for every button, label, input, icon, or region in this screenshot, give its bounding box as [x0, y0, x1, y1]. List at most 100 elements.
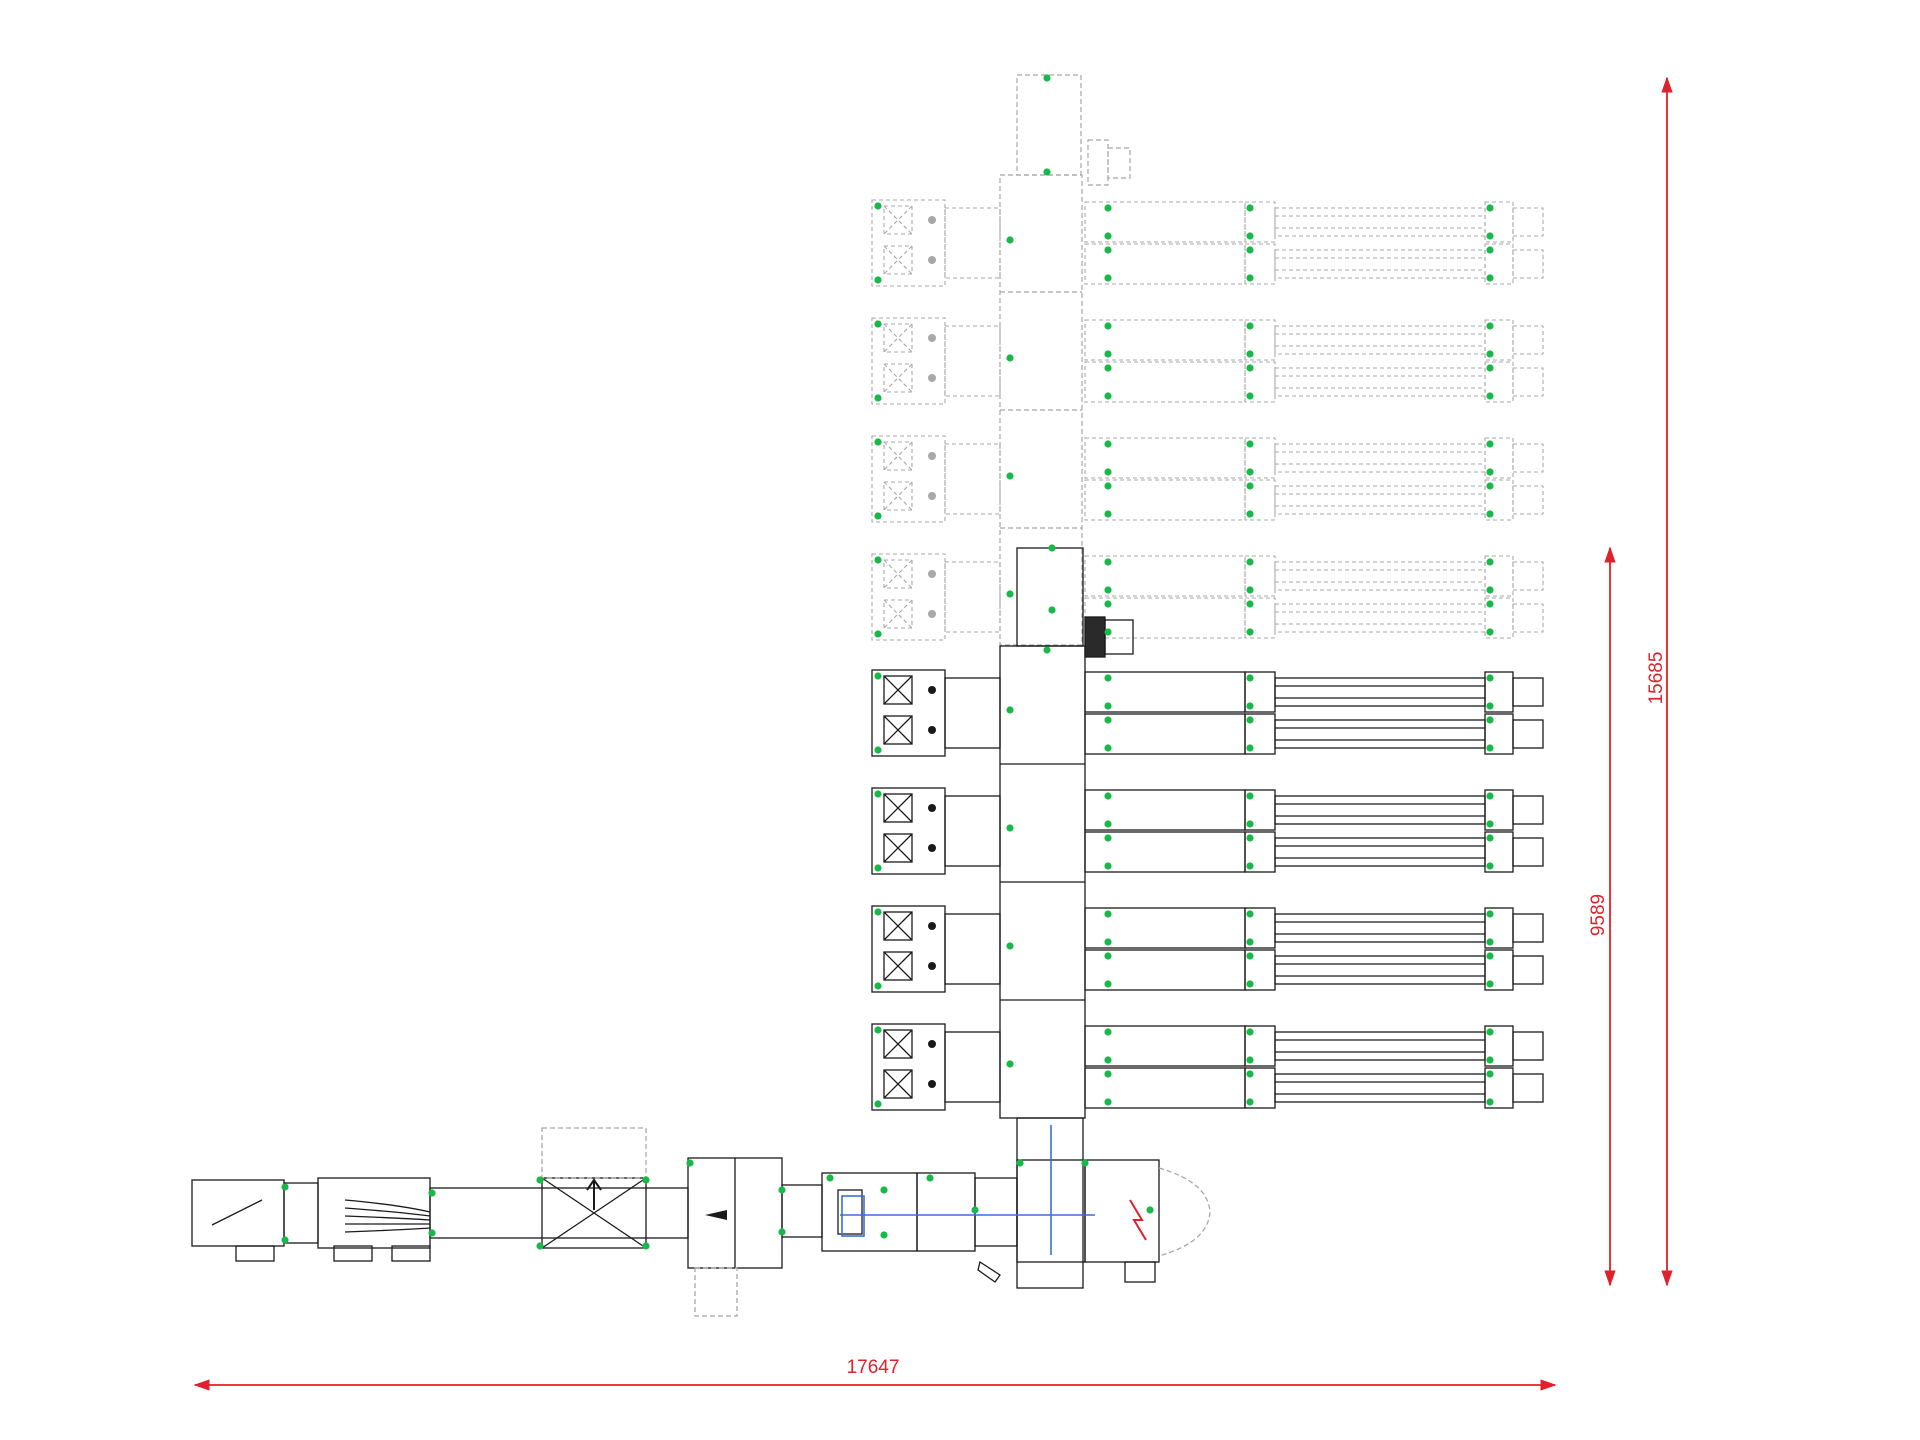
sensor-dot	[1104, 468, 1112, 476]
sensor-dot	[874, 276, 882, 284]
sensor-dot	[1246, 392, 1254, 400]
sensor-dot	[874, 790, 882, 798]
sensor-dot	[926, 1174, 934, 1182]
cross-transfer-table	[541, 1177, 647, 1249]
sensor-dot	[642, 1176, 650, 1184]
sensor-dot	[1104, 322, 1112, 330]
sensor-dot	[874, 630, 882, 638]
ghost-module-rows	[871, 199, 1544, 641]
sensor-dot	[874, 672, 882, 680]
sensor-dot	[1486, 482, 1494, 490]
sensor-dot	[1486, 600, 1494, 608]
sensor-dot	[1043, 646, 1051, 654]
sensor-dot	[686, 1159, 694, 1167]
sensor-dot	[1104, 600, 1112, 608]
sensor-dot	[1486, 274, 1494, 282]
sensor-dot	[1486, 716, 1494, 724]
sensor-dot	[1246, 204, 1254, 212]
sensor-dot	[1486, 392, 1494, 400]
sensor-dot	[1246, 744, 1254, 752]
sensor-dot	[1104, 274, 1112, 282]
sensor-dot	[1146, 1206, 1154, 1214]
sensor-dot	[1246, 586, 1254, 594]
sensor-dot	[1104, 392, 1112, 400]
sensor-dot	[874, 982, 882, 990]
sensor-dot	[1246, 468, 1254, 476]
sensor-dot	[1048, 606, 1056, 614]
ghost-module-row	[871, 199, 1544, 287]
sensor-dot	[874, 1100, 882, 1108]
sensor-dot	[1104, 482, 1112, 490]
sensor-dot	[1246, 938, 1254, 946]
sensor-dot	[1104, 1070, 1112, 1078]
sensor-dot	[1104, 232, 1112, 240]
sensor-dot	[1006, 236, 1014, 244]
sensor-dot	[1246, 674, 1254, 682]
sensor-dot	[1048, 544, 1056, 552]
sensor-dot	[1246, 364, 1254, 372]
sensor-dot	[1104, 204, 1112, 212]
sensor-dot	[1104, 792, 1112, 800]
active-module-rows	[871, 669, 1544, 1111]
sensor-dot	[1104, 744, 1112, 752]
sensor-dot	[1006, 706, 1014, 714]
sensor-dot	[428, 1189, 436, 1197]
sensor-dot	[874, 320, 882, 328]
sensor-dot	[1104, 834, 1112, 842]
sensor-dot	[874, 202, 882, 210]
sensor-dot	[1104, 862, 1112, 870]
sensor-points	[281, 74, 1494, 1250]
sensor-dot	[1246, 232, 1254, 240]
sensor-dot	[1246, 1070, 1254, 1078]
sensor-dot	[1246, 1028, 1254, 1036]
sensor-dot	[1246, 628, 1254, 636]
sensor-dot	[1104, 980, 1112, 988]
sensor-dot	[1486, 246, 1494, 254]
sensor-dot	[1006, 472, 1014, 480]
sensor-dot	[1104, 440, 1112, 448]
sensor-dot	[880, 1231, 888, 1239]
height-dimension-label: 15685	[1646, 652, 1667, 705]
infeed-unit	[191, 1179, 285, 1247]
sensor-dot	[1486, 820, 1494, 828]
sensor-dot	[1486, 910, 1494, 918]
sensor-dot	[1486, 1070, 1494, 1078]
width-dimension-label: 17647	[847, 1357, 900, 1378]
sensor-dot	[1104, 952, 1112, 960]
sensor-dot	[1486, 1028, 1494, 1036]
module-row	[871, 905, 1544, 993]
sensor-dot	[1486, 468, 1494, 476]
sensor-dot	[1486, 938, 1494, 946]
sensor-dot	[1486, 628, 1494, 636]
sensor-dot	[874, 1026, 882, 1034]
sensor-dot	[1043, 74, 1051, 82]
sensor-dot	[1486, 792, 1494, 800]
sensor-dot	[778, 1228, 786, 1236]
sensor-dot	[536, 1242, 544, 1250]
sensor-dot	[1104, 558, 1112, 566]
sensor-dot	[1246, 482, 1254, 490]
sensor-dot	[874, 746, 882, 754]
sensor-dot	[1006, 590, 1014, 598]
sensor-dot	[1246, 440, 1254, 448]
sensor-dot	[874, 864, 882, 872]
sensor-dot	[1104, 628, 1112, 636]
ghost-module-row	[871, 435, 1544, 523]
sensor-dot	[874, 512, 882, 520]
sensor-dot	[1246, 246, 1254, 254]
palletizer	[1084, 1159, 1160, 1263]
sensor-dot	[874, 908, 882, 916]
partial-height-dimension-label: 9589	[1588, 894, 1609, 936]
sensor-dot	[1104, 938, 1112, 946]
sensor-dot	[1104, 1056, 1112, 1064]
ghost-module-row	[871, 317, 1544, 405]
sensor-dot	[1104, 586, 1112, 594]
flow-arrows	[586, 1178, 727, 1220]
sensor-dot	[1104, 674, 1112, 682]
sensor-dot	[1104, 910, 1112, 918]
sensor-dot	[281, 1183, 289, 1191]
sensor-dot	[1486, 1056, 1494, 1064]
sensor-dot	[1486, 980, 1494, 988]
sensor-dot	[1486, 744, 1494, 752]
